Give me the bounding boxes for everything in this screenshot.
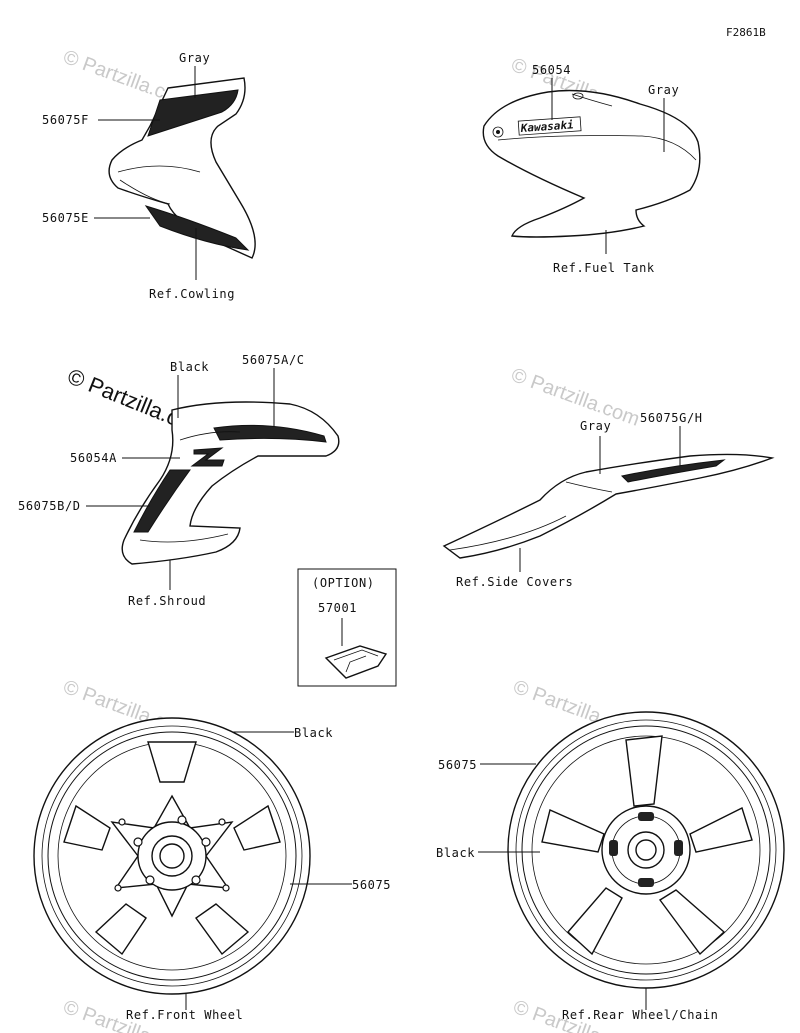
fuel-tank-ref-label: Ref.Fuel Tank — [553, 261, 655, 275]
rear-wheel-ref-label: Ref.Rear Wheel/Chain — [562, 1008, 719, 1022]
fuel-tank-color-label: Gray — [648, 83, 679, 97]
shroud-decal-upper — [213, 424, 327, 443]
shroud-decal-lower — [133, 469, 191, 533]
fuel-tank-brand-decal: Kawasaki — [519, 118, 574, 135]
front-wheel-part-label: 56075 — [352, 878, 391, 892]
side-covers-decal — [620, 459, 726, 483]
rear-wheel-part-label: 56075 — [438, 758, 477, 772]
option-clip-part — [324, 645, 388, 679]
cowling-upper-part-label: 56075F — [42, 113, 89, 127]
shroud-upper-part-label: 56075A/C — [242, 353, 305, 367]
side-covers-part-label: 56075G/H — [640, 411, 703, 425]
shroud-z-emblem — [190, 447, 225, 467]
side-covers-part — [442, 453, 775, 559]
shroud-color-label: Black — [170, 360, 209, 374]
cowling-lower-part-label: 56075E — [42, 211, 89, 225]
cowling-decal-upper — [147, 89, 239, 137]
shroud-group: Black 56075A/C 56054A 56075B/D Ref.Shrou… — [18, 353, 340, 608]
rear-wheel-hub-slots — [609, 812, 683, 887]
figure-id: F2861B — [726, 26, 766, 39]
front-wheel-ref-label: Ref.Front Wheel — [126, 1008, 243, 1022]
rear-wheel-color-label: Black — [436, 846, 475, 860]
side-covers-group: Gray 56075G/H Ref.Side Covers — [442, 411, 775, 589]
rear-wheel-stripe — [521, 725, 771, 975]
shroud-part — [121, 401, 340, 565]
option-box: (OPTION) 57001 — [297, 568, 397, 687]
shroud-ref-label: Ref.Shroud — [128, 594, 206, 608]
front-wheel-color-label: Black — [294, 726, 333, 740]
cowling-color-label: Gray — [179, 51, 210, 65]
front-wheel-bolts — [114, 815, 230, 892]
cowling-group: Gray 56075F 56075E Ref.Cowling — [42, 51, 256, 301]
cowling-decal-lower — [144, 205, 250, 251]
front-wheel-group: Black 56075 Ref.Front Wheel — [33, 717, 391, 1022]
front-wheel-stripe — [47, 731, 297, 981]
cowling-ref-label: Ref.Cowling — [149, 287, 235, 301]
rear-wheel-spokes — [541, 735, 753, 956]
fuel-tank-part — [482, 89, 701, 238]
shroud-mid-part-label: 56054A — [70, 451, 117, 465]
shroud-lower-part-label: 56075B/D — [18, 499, 81, 513]
watermark: © Partzilla.com — [508, 364, 642, 431]
option-frame — [297, 568, 397, 687]
fuel-tank-group: Kawasaki 56054 Gray Ref.Fuel Tank — [482, 63, 701, 275]
option-part-label: 57001 — [318, 601, 357, 615]
side-covers-color-label: Gray — [580, 419, 611, 433]
rear-wheel-group: 56075 Black Ref.Rear Wheel/Chain — [436, 711, 785, 1022]
fuel-tank-part-label: 56054 — [532, 63, 571, 77]
option-title: (OPTION) — [312, 576, 375, 590]
side-covers-ref-label: Ref.Side Covers — [456, 575, 573, 589]
front-wheel-spokes — [63, 741, 281, 956]
